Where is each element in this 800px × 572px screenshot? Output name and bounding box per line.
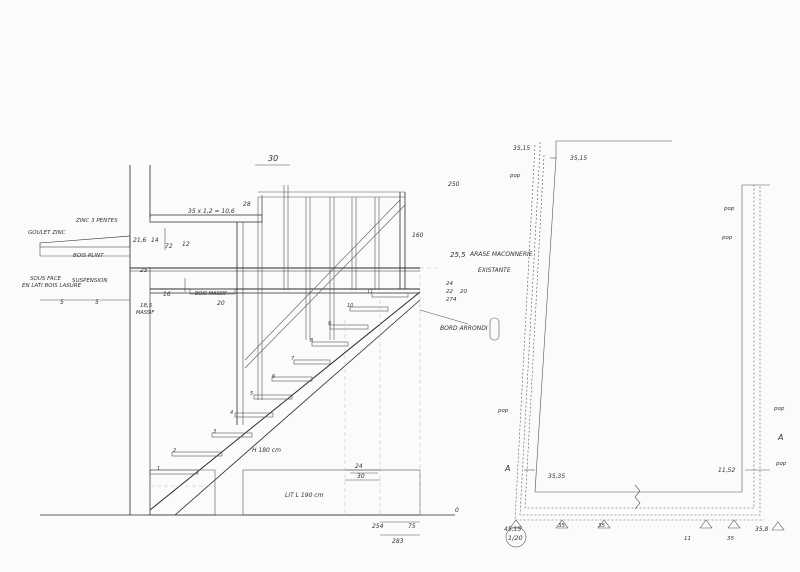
existante-label: EXISTANTE [478,267,511,274]
bord-arrondi-label: BORD ARRONDI [440,325,488,332]
dim-formula: 35 x 1,2 = 10,6 [188,208,235,215]
dim-top: 30 [268,154,278,163]
dim-160: 160 [412,232,424,239]
wood-label: BOIS PLINT [73,253,104,259]
dim-75: 75 [408,523,416,530]
rdim-22: 22 [446,289,453,295]
en-lat: EN LATI BOIS LASURE [22,283,82,289]
plan-bottom-2: 35 [598,523,605,529]
scale-circle [505,526,527,548]
tread-3: 3 [213,429,216,435]
tread-10: 10 [347,303,353,309]
dim-20: 20 [217,300,225,307]
dim-5a: 5 [60,299,64,306]
plan-corner-bl: 45,15 [504,526,521,533]
dim-216: 21,6 [133,237,147,244]
plan-view: 35,15 35,15 35,35 11,52 45,15 35,8 1/20 … [497,140,787,548]
gutter-label: GOULET ZINC [28,230,66,236]
dim-24: 24 [355,463,363,470]
tread-8: 8 [310,338,313,344]
plan-letter-a1: A [777,433,783,442]
tread-7: 7 [291,356,295,362]
plan-corner-br: 35,8 [755,526,769,533]
dim-30: 30 [357,473,365,480]
dim-14: 14 [151,237,159,244]
arase-label: ARASE MACONNERIE [469,251,533,258]
rdim-20: 20 [460,289,467,295]
massif-label: MASSIF [136,310,154,316]
dim-25: 25 [140,267,148,274]
zinc-label: ZINC 3 PENTES [75,218,118,224]
tread-4: 4 [230,410,233,416]
plan-mark-5: pop [773,406,785,412]
plan-dim-top-mid: 35,15 [570,155,587,162]
dim-72: 72 [165,243,173,250]
plan-mark-6: pop [775,461,787,467]
rdim-274: 274 [446,297,457,303]
plan-scale: 1/20 [508,534,523,542]
dim-255: 25,5 [450,251,466,259]
rdim-24: 24 [446,281,453,287]
tread-11: 11 [367,289,373,295]
dim-top-right: 250 [448,181,460,188]
dim-283: 283 [392,538,404,545]
plan-mark-1: pop [509,173,521,179]
tread-2: 2 [173,448,176,454]
plan-dim-bottom-right: 11,52 [718,467,735,474]
dim-254: 254 [372,523,384,530]
plan-bottom-1: 35 [558,523,565,529]
plan-mark-3: pop [723,206,735,212]
dim-12: 12 [182,241,190,248]
sous-face: SOUS FACE [30,276,62,282]
tread-9: 9 [328,321,331,327]
lit-label: LIT L 190 cm [285,492,324,499]
bois-massif: BOIS MASSIF [195,291,227,297]
dim-28: 28 [243,201,251,208]
dim-0: 0 [455,507,459,514]
suspension: SUSPENSION [72,278,107,284]
tread-1: 1 [157,466,160,472]
stair-section: 30 250 ZINC 3 PENTES GOULET ZINC 21,6 14… [22,154,533,545]
plan-dim-top-left: 35,15 [513,145,530,152]
tread-5: 5 [250,391,253,397]
dim-180: H 180 cm [252,447,281,454]
plan-bottom-4: 35 [727,536,734,542]
dim-185: 18,5 [140,303,153,309]
tread-6: 6 [272,374,275,380]
dim-5b: 5 [95,299,99,306]
plan-bottom-3: 11 [684,536,691,542]
plan-dim-bottom-left: 35,35 [548,473,565,480]
dim-16: 16 [163,291,171,298]
stair-treads [149,292,409,475]
plan-mark-2: pop [497,408,509,414]
plan-letter-a2: A [504,464,510,473]
plan-mark-4: pop [721,235,733,241]
